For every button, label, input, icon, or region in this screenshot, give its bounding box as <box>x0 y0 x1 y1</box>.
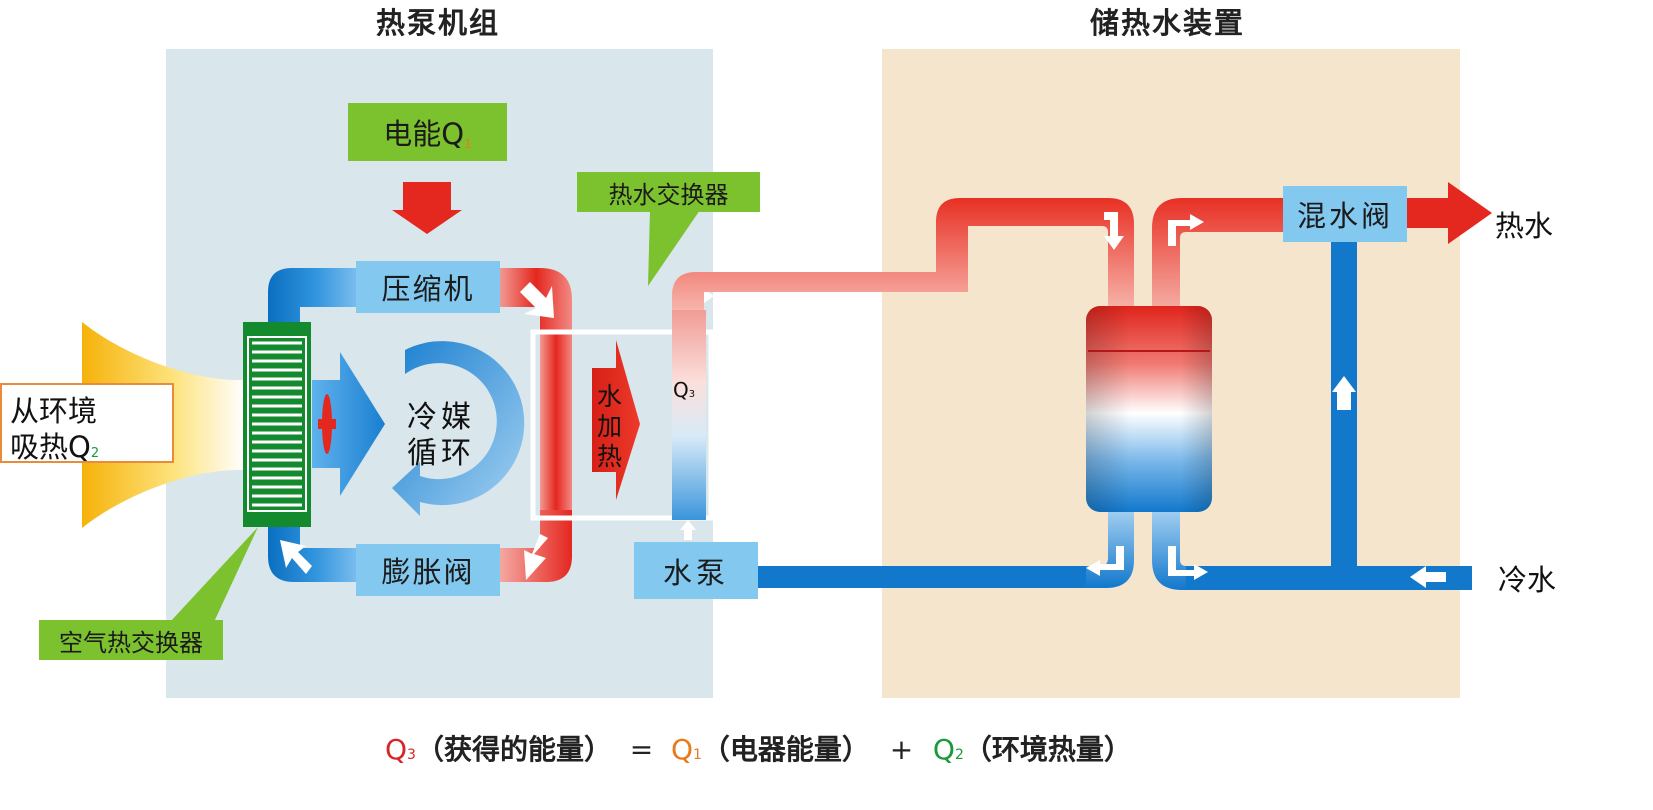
absorb-heat-label-line2: 吸热Q2 <box>10 430 100 464</box>
water-heating-char-2: 加 <box>597 412 623 441</box>
heat-pump-unit-title: 热泵机组 <box>376 6 501 40</box>
water-heating-arrow <box>592 340 640 500</box>
airflow-arrow <box>312 352 385 496</box>
refrigerant-cycle-label-line1: 冷媒 <box>407 400 475 435</box>
hot-water-exchanger-label: 热水交换器 <box>577 172 760 212</box>
q3-label: Q3 <box>673 378 696 402</box>
water-heating-char-3: 热 <box>597 442 623 471</box>
refrigerant-cycle-label-line2: 循环 <box>407 436 475 471</box>
cold-water-label: 冷水 <box>1498 563 1557 597</box>
flow-arrow-icon <box>1104 212 1124 250</box>
formula-q3-desc: （获得的能量） <box>415 733 612 766</box>
mixing-valve-box: 混水阀 <box>1283 186 1407 242</box>
flow-arrow-icon <box>1332 376 1356 410</box>
formula-q1-desc: （电器能量） <box>701 733 870 766</box>
air-exchanger-callout-pointer <box>170 527 258 622</box>
formula-equals: = <box>629 733 654 766</box>
air-heat-exchanger-label: 空气热交换器 <box>39 620 223 660</box>
expansion-valve-box: 膨胀阀 <box>356 544 500 596</box>
formula-q3: Q3 <box>385 733 416 766</box>
air-heat-exchanger-fins <box>252 341 302 507</box>
formula-q2-desc: （环境热量） <box>963 733 1132 766</box>
flow-arrow-icon <box>524 534 548 580</box>
compressor-box: 压缩机 <box>356 261 500 313</box>
energy-formula: Q3（获得的能量） = Q1（电器能量） + Q2（环境热量） <box>385 728 1132 768</box>
flow-arrow-icon <box>680 520 696 540</box>
flow-arrow-icon <box>1168 546 1208 580</box>
electric-energy-arrow <box>392 182 462 234</box>
exchanger-callout-pointer <box>648 210 700 286</box>
absorb-heat-label-line1: 从环境 <box>10 394 98 428</box>
condenser-coil <box>540 330 572 520</box>
hot-water-storage-title: 储热水装置 <box>1090 6 1246 40</box>
hot-water-out-arrow <box>1448 182 1492 244</box>
exchanger-tube <box>672 310 706 520</box>
hot-water-supply-pipe <box>672 198 1134 312</box>
flow-arrow-icon <box>280 540 312 574</box>
hot-water-label: 热水 <box>1495 209 1554 243</box>
formula-q2: Q2 <box>932 733 964 766</box>
water-pump-box: 水泵 <box>634 542 758 599</box>
flow-arrow-icon <box>520 282 554 318</box>
flow-arrow-icon <box>1410 566 1446 588</box>
refrigerant-pipe-cold-top <box>268 268 360 325</box>
q2-subscript: 2 <box>90 446 100 461</box>
flow-arrow-icon <box>1086 546 1124 576</box>
water-heating-char-1: 水 <box>597 382 623 411</box>
refrigerant-cycle-arrow <box>392 341 525 516</box>
q1-subscript: 1 <box>464 137 472 151</box>
refrigerant-pipe-hot-bottom <box>500 510 572 582</box>
refrigerant-pipe-cold-bottom <box>268 520 360 582</box>
ambient-label-frame <box>0 383 174 463</box>
hot-water-exchanger-frame <box>530 329 714 521</box>
formula-q1: Q1 <box>670 733 702 766</box>
hot-water-outlet-pipe <box>1152 198 1285 312</box>
flow-arrow-icon <box>1168 214 1204 246</box>
formula-plus: + <box>889 733 914 766</box>
